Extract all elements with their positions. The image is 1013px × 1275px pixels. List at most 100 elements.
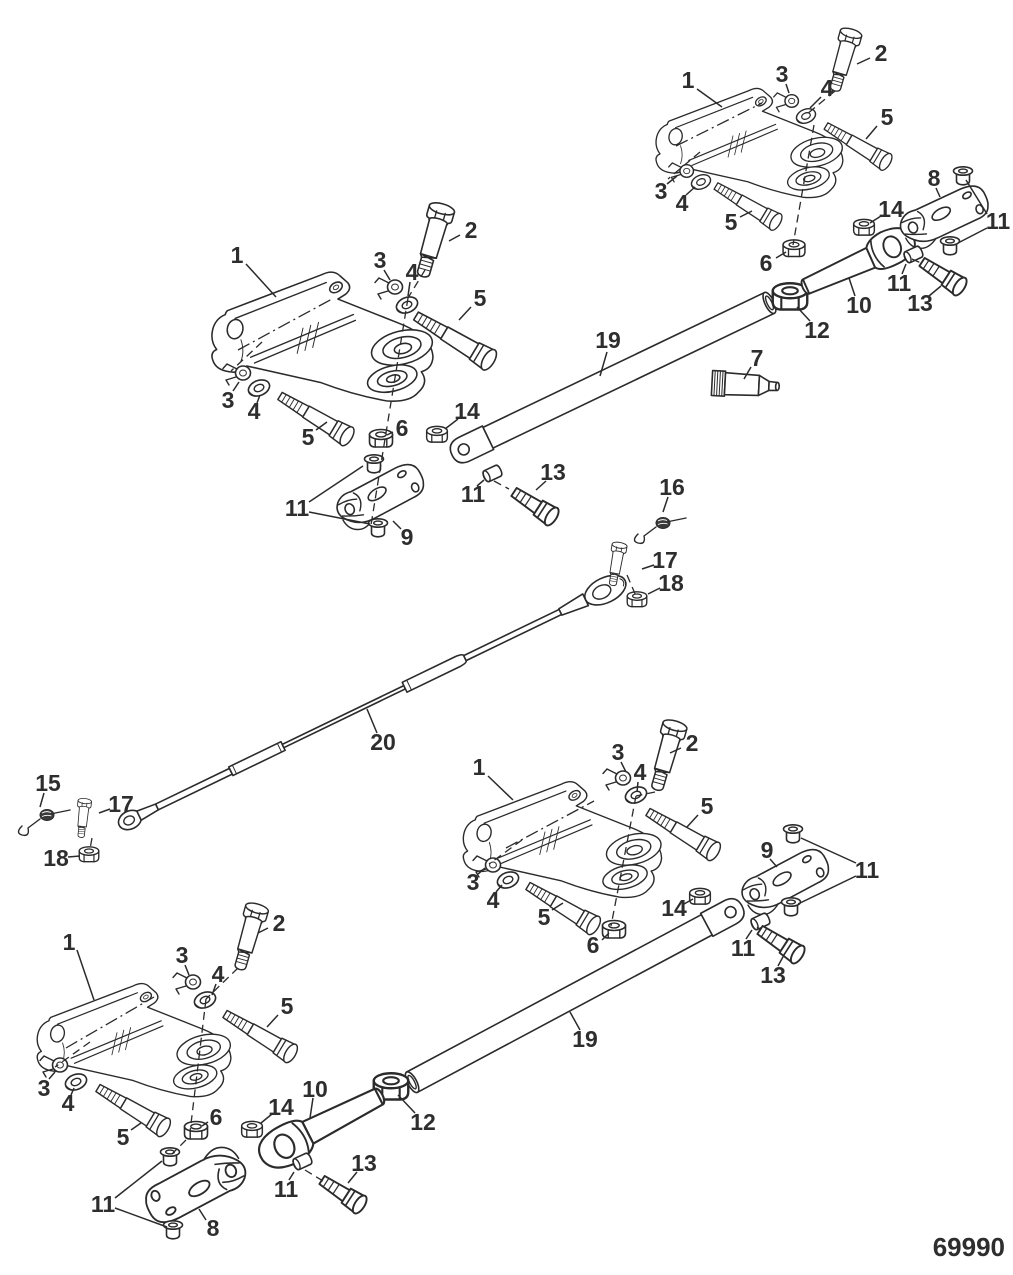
- callout-number: 10: [302, 1076, 328, 1102]
- callout-number: 14: [661, 895, 687, 921]
- clevis-8-bottom-left: [135, 1140, 254, 1229]
- callout-14: 14: [444, 398, 480, 430]
- bolt-13: [315, 1170, 371, 1217]
- callout-leader-line: [599, 351, 608, 377]
- callout-number: 1: [682, 67, 695, 93]
- callout-leader-line: [935, 187, 941, 198]
- callout-number: 5: [474, 285, 487, 311]
- callout-6: 6: [760, 250, 787, 276]
- callout-5: 5: [686, 793, 714, 828]
- callout-leader-line: [315, 421, 328, 431]
- callout-number: 4: [406, 259, 419, 285]
- washer: [622, 783, 650, 807]
- callout-14: 14: [661, 895, 694, 921]
- callout-leader-line: [696, 88, 723, 108]
- callout-number: 6: [396, 415, 409, 441]
- callout-number: 13: [540, 459, 566, 485]
- callout-1: 1: [473, 754, 514, 801]
- callout-13: 13: [347, 1150, 377, 1184]
- locknut-14: [240, 1120, 264, 1138]
- callout-17: 17: [641, 547, 678, 573]
- callout-number: 16: [659, 474, 685, 500]
- callout-leader-line: [288, 1171, 295, 1181]
- callout-number: 2: [686, 730, 699, 756]
- callout-number: 3: [38, 1075, 51, 1101]
- swivel-arm-mid-left: [211, 271, 437, 402]
- callout-number: 18: [658, 570, 684, 596]
- callout-number: 6: [587, 932, 600, 958]
- callout-number: 4: [212, 961, 225, 987]
- callout-number: 1: [231, 242, 244, 268]
- callout-number: 17: [652, 547, 678, 573]
- callout-11: 11: [887, 263, 911, 296]
- callout-number: 11: [274, 1176, 299, 1202]
- callout-number: 6: [760, 250, 773, 276]
- callout-3: 3: [612, 739, 627, 773]
- callout-leader-line: [67, 855, 81, 858]
- callout-number: 11: [986, 208, 1011, 234]
- callout-15: 15: [35, 770, 61, 808]
- callout-leader-line: [620, 761, 627, 773]
- steering-link-cable: [117, 574, 627, 831]
- locknut-6: [368, 428, 394, 448]
- callout-number: 2: [465, 217, 478, 243]
- bolt-13: [507, 482, 563, 529]
- flanged-bushing: [782, 823, 804, 844]
- callout-1: 1: [682, 67, 723, 108]
- callout-number: 9: [761, 837, 774, 863]
- callout-leader-line: [130, 1122, 142, 1131]
- bolt-17: [73, 797, 93, 839]
- callout-leader-line: [686, 814, 699, 828]
- callout-number: 8: [928, 165, 941, 191]
- callout-number: 3: [776, 61, 789, 87]
- callout-number: 5: [725, 209, 738, 235]
- flanged-bushing: [363, 453, 385, 474]
- tie-bar-tube-bottom: [404, 897, 745, 1094]
- retainer-clip: [374, 277, 404, 300]
- callout-leader-line: [98, 808, 111, 814]
- callout-11: 11: [731, 929, 755, 961]
- callout-leader-line: [739, 210, 753, 218]
- callout-leader-line: [476, 479, 485, 487]
- callout-leader-line: [957, 227, 988, 244]
- callout-leader-line: [965, 179, 988, 215]
- callout-number: 3: [612, 739, 625, 765]
- callout-leader-line: [232, 381, 240, 392]
- callout-number: 5: [281, 993, 294, 1019]
- callout-number: 3: [655, 178, 668, 204]
- callout-17: 17: [98, 791, 134, 817]
- callout-number: 6: [210, 1104, 223, 1130]
- callout-5: 5: [302, 421, 328, 450]
- callout-11: 11: [274, 1171, 299, 1202]
- callout-3: 3: [38, 1071, 56, 1101]
- callout-leader-line: [856, 57, 871, 65]
- callout-4: 4: [634, 759, 647, 793]
- callout-number: 4: [62, 1090, 75, 1116]
- callout-number: 11: [461, 481, 486, 507]
- callout-leader-line: [256, 394, 261, 404]
- flanged-bushing: [162, 1220, 184, 1240]
- callout-number: 5: [117, 1124, 130, 1150]
- callout-number: 8: [207, 1215, 220, 1241]
- callout-number: 13: [351, 1150, 377, 1176]
- callout-leader-line: [775, 251, 787, 259]
- callout-leader-line: [477, 867, 486, 875]
- callout-13: 13: [760, 954, 786, 988]
- locknut-14: [688, 887, 712, 905]
- callout-2: 2: [448, 217, 478, 243]
- callout-number: 14: [268, 1094, 294, 1120]
- callout-4: 4: [809, 75, 834, 109]
- callout-leader-line: [458, 306, 472, 321]
- callout-leader-line: [666, 175, 678, 185]
- flanged-bushing: [159, 1147, 181, 1167]
- callout-number: 4: [676, 190, 689, 216]
- callout-leader-line: [535, 480, 547, 491]
- callout-number: 3: [222, 387, 235, 413]
- callout-leader-line: [797, 875, 857, 905]
- callout-12: 12: [397, 1094, 436, 1135]
- callout-leader-line: [48, 1071, 56, 1080]
- callout-leader-line: [848, 277, 856, 297]
- callout-number: 4: [487, 887, 500, 913]
